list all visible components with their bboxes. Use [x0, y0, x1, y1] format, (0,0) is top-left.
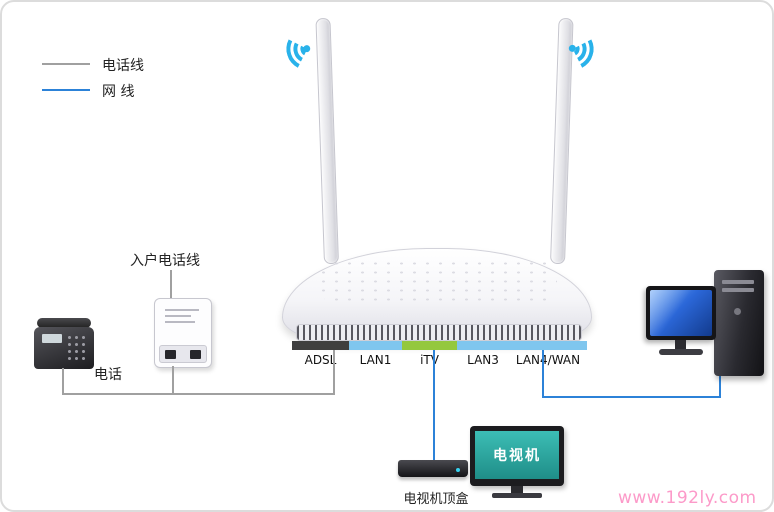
monitor-screen: [650, 290, 712, 336]
phone-line-segment: [333, 350, 335, 394]
network-line-segment: [542, 350, 544, 398]
router-top-vents: [317, 259, 557, 305]
router-port-strip: [292, 341, 587, 350]
set-top-box: [398, 460, 468, 477]
phone-label: 电话: [94, 367, 122, 383]
phone-screen: [42, 334, 62, 343]
watermark: www.192ly.com: [618, 488, 757, 508]
splitter-device: [154, 298, 212, 368]
router-vent-grille: [296, 324, 582, 341]
port-label-adsl: ADSL: [304, 353, 337, 367]
port-label-itv: iTV: [420, 353, 439, 367]
legend-network-line-swatch: [42, 89, 90, 91]
port-segment-itv: [402, 341, 457, 350]
tv-stand-neck: [511, 486, 523, 494]
port-segment-lan4-wan: [509, 341, 587, 350]
incoming-phone-line-label: 入户电话线: [130, 253, 200, 269]
port-segment-lan3: [457, 341, 509, 350]
set-top-box-led: [456, 468, 460, 472]
tv-stand-base: [492, 493, 542, 498]
monitor-screen-gloss: [650, 290, 712, 336]
legend-phone-line-label: 电话线: [102, 58, 144, 74]
phone-line-segment: [62, 393, 335, 395]
port-label-lan4-wan: LAN4/WAN: [515, 353, 581, 367]
power-button: [734, 308, 741, 315]
port-segment-adsl: [292, 341, 349, 350]
phone-line-segment: [172, 366, 174, 394]
tv-label: 电视机: [493, 448, 541, 464]
splitter-port: [190, 350, 201, 359]
tv: 电视机: [470, 426, 564, 486]
port-label-lan3: LAN3: [467, 353, 499, 367]
monitor-stand-base: [659, 349, 703, 355]
port-label-lan1: LAN1: [359, 353, 392, 367]
legend-phone-line-swatch: [42, 63, 90, 65]
network-line-segment: [542, 396, 721, 398]
set-top-box-label: 电视机顶盒: [403, 492, 469, 507]
phone-keypad: [66, 334, 88, 360]
network-line-segment: [719, 376, 721, 397]
computer-monitor: [646, 286, 716, 340]
port-segment-lan1: [349, 341, 402, 350]
network-line-segment: [433, 350, 435, 462]
router-port-labels: ADSL LAN1 iTV LAN3 LAN4/WAN: [292, 353, 587, 367]
phone-handset: [37, 318, 91, 328]
legend-network-line-label: 网 线: [102, 84, 135, 100]
monitor-stand-neck: [675, 340, 686, 350]
computer-tower: [714, 270, 764, 376]
phone-line-segment: [62, 368, 64, 395]
wifi-signal-left-icon: [266, 22, 334, 82]
phone-line-segment: [170, 270, 172, 298]
tv-screen: 电视机: [475, 431, 559, 479]
telephone: [34, 318, 96, 370]
splitter-port: [165, 350, 176, 359]
